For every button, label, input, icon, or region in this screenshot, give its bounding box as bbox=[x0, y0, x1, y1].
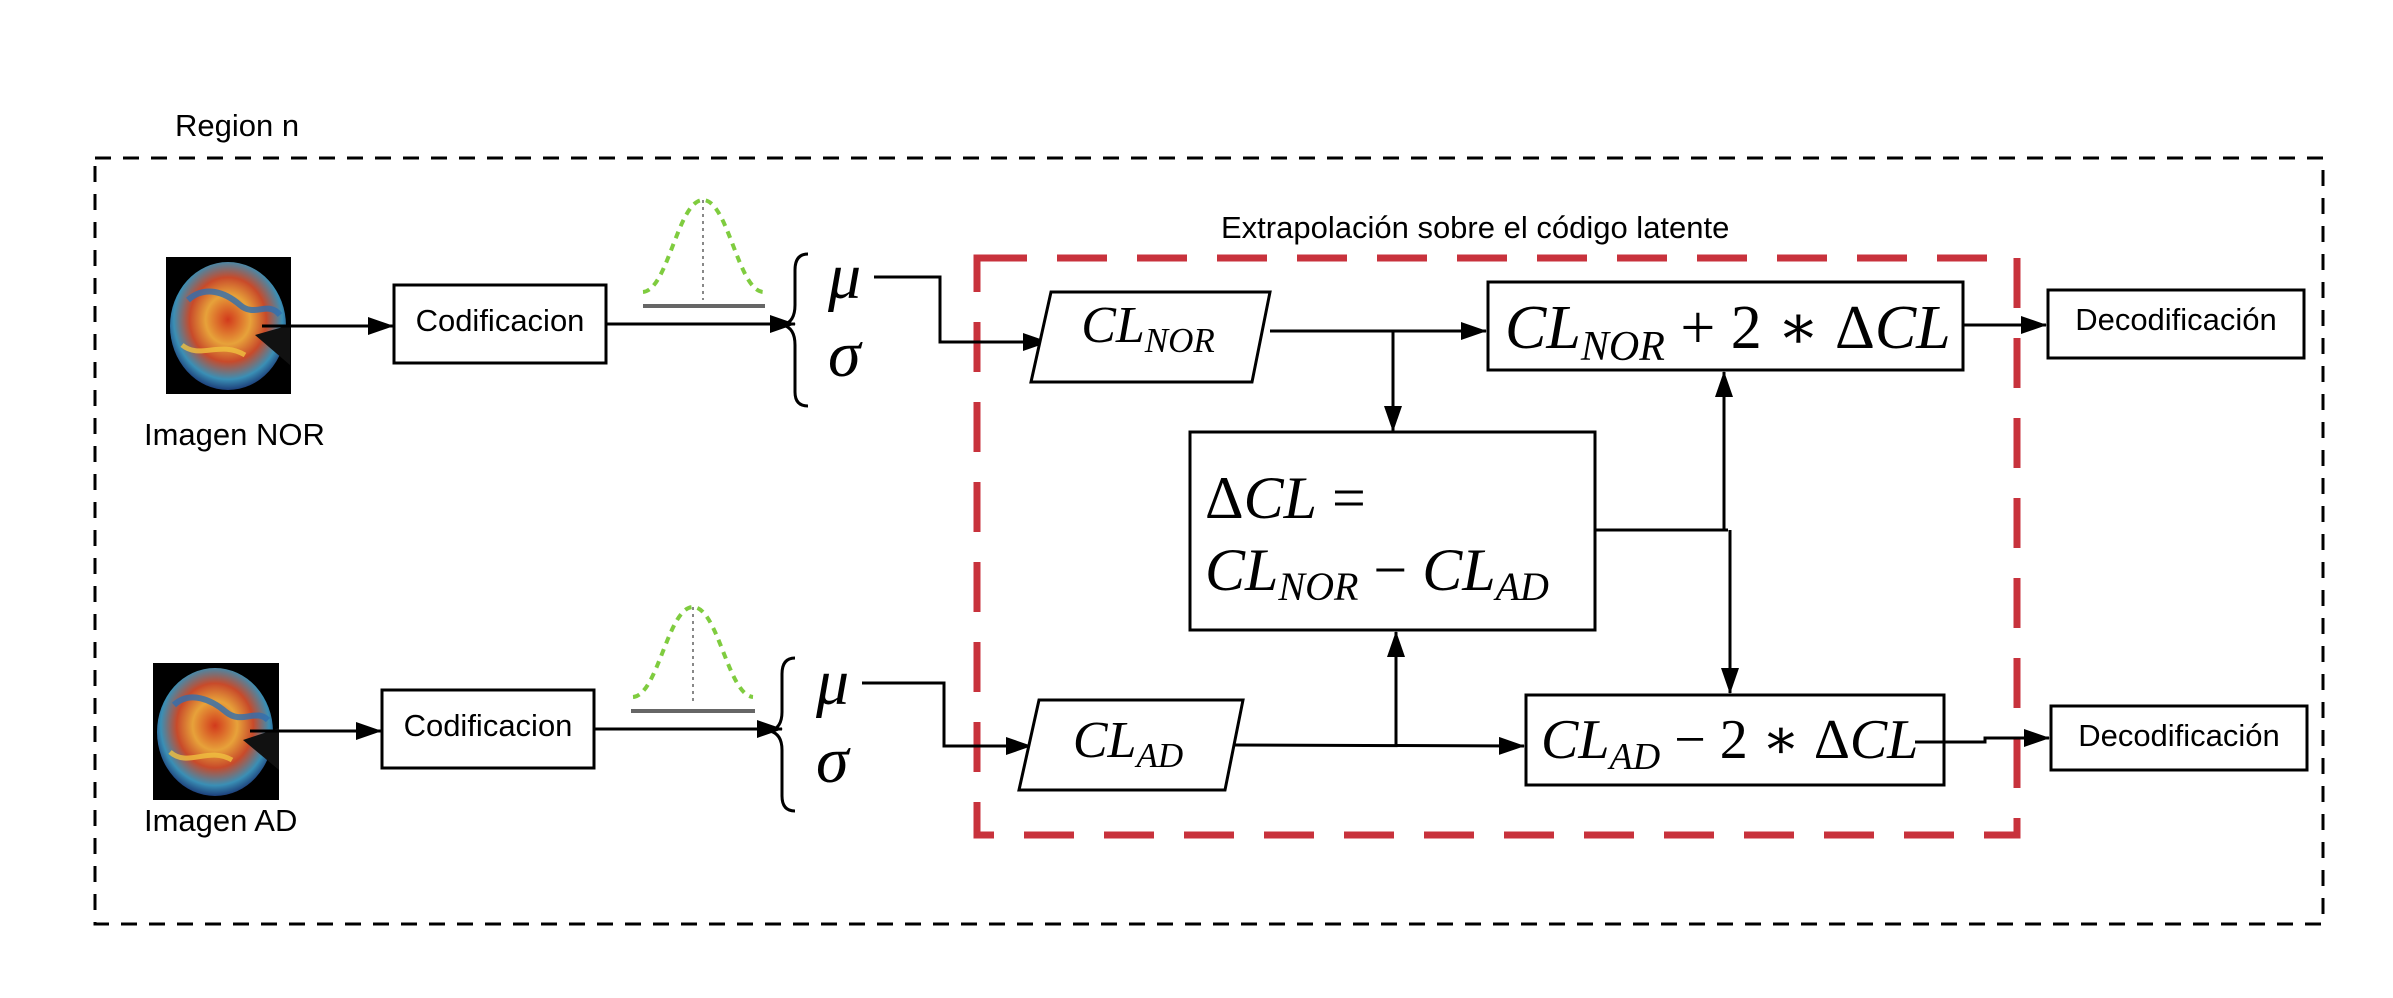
gaussian-icon-ad bbox=[631, 604, 755, 713]
image-nor-label: Imagen NOR bbox=[144, 417, 325, 452]
decoder-label-nor: Decodificación bbox=[2075, 302, 2277, 337]
sigma-symbol-ad: σ bbox=[816, 724, 851, 797]
brace-ad bbox=[769, 656, 796, 813]
image-ad-label: Imagen AD bbox=[144, 803, 297, 838]
region-label: Region n bbox=[175, 108, 299, 143]
output-nor-formula: CLNOR + 2 ∗ ΔCL bbox=[1505, 294, 1951, 370]
output-ad-formula: CLAD − 2 ∗ ΔCL bbox=[1541, 709, 1918, 778]
connector-mu-to-cl-nor bbox=[874, 275, 1049, 351]
latent-code-ad bbox=[1017, 698, 1245, 792]
output-box-ad bbox=[1524, 693, 1946, 787]
region-frame bbox=[93, 156, 2325, 926]
delta-line1: ΔCL = bbox=[1205, 465, 1366, 531]
arrow-cl-ad-to-output bbox=[1233, 736, 1525, 755]
decoder-box-nor bbox=[2046, 288, 2306, 360]
latent-code-nor bbox=[1029, 290, 1272, 384]
latent-code-nor-label: CLNOR bbox=[1081, 297, 1215, 360]
decoder-box-ad bbox=[2049, 704, 2309, 772]
extrapolation-label: Extrapolación sobre el código latente bbox=[1221, 210, 1729, 245]
latent-code-ad-label: CLAD bbox=[1073, 712, 1183, 775]
extrapolation-frame bbox=[973, 254, 2021, 839]
arrow-output-to-decoder-ad bbox=[1915, 729, 2050, 747]
output-box-nor bbox=[1486, 280, 1965, 372]
gaussian-icon-nor bbox=[642, 197, 765, 308]
mu-symbol-ad: μ bbox=[815, 646, 849, 719]
connector-mu-to-cl-ad bbox=[862, 681, 1032, 755]
sigma-symbol-nor: σ bbox=[828, 318, 863, 391]
encoder-label-nor: Codificacion bbox=[416, 303, 585, 338]
brace-nor bbox=[782, 252, 809, 408]
decoder-label-ad: Decodificación bbox=[2078, 718, 2280, 753]
delta-line2: CLNOR − CLAD bbox=[1205, 537, 1549, 609]
encoder-label-ad: Codificacion bbox=[404, 708, 573, 743]
delta-box bbox=[1188, 430, 1597, 632]
mu-symbol-nor: μ bbox=[827, 240, 861, 313]
brain-image-ad bbox=[153, 663, 279, 800]
